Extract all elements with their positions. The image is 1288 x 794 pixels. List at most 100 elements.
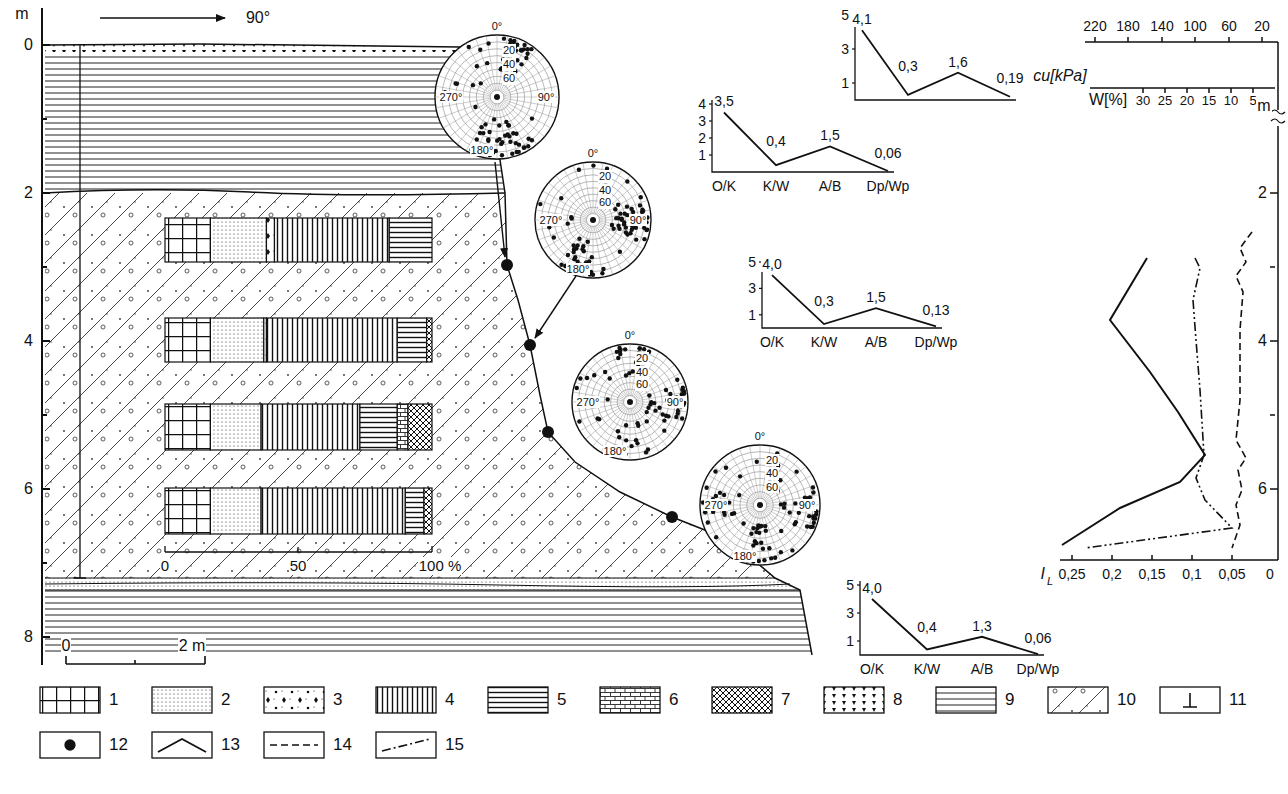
scale-label: 0 (61, 637, 72, 655)
rose-circle (700, 445, 820, 565)
drawing-stroke (501, 259, 513, 271)
drawing-stroke (760, 512, 761, 565)
pole-dot (779, 502, 783, 506)
pole-dot (653, 408, 657, 412)
pole-dot (467, 45, 471, 49)
value-label: 4,0 (861, 580, 882, 596)
pole-dot (597, 417, 601, 421)
drawing-stroke (936, 687, 996, 713)
rose-label: 90° (629, 214, 648, 227)
pole-dot (499, 142, 503, 146)
axis-label: 20 (1179, 94, 1195, 109)
pole-dot (648, 402, 652, 406)
rose-label: 270° (539, 214, 564, 227)
drawing-stroke (74, 45, 86, 578)
pole-dot (738, 474, 742, 478)
pole-dot (812, 521, 816, 525)
drawing-stroke (1060, 555, 1278, 560)
pole-dot (641, 209, 645, 213)
drawing-stroke (636, 405, 681, 431)
rose-label: 20 (502, 44, 516, 57)
drawing-stroke (397, 404, 408, 450)
pole-dot (794, 520, 798, 524)
pole-dot (722, 493, 726, 497)
bar-segment (210, 318, 263, 362)
pole-dot (514, 132, 518, 136)
bar-segment (389, 218, 432, 262)
drawing-stroke (495, 162, 505, 257)
pole-dot (788, 510, 792, 514)
rose-circle (535, 162, 651, 278)
pole-dot (811, 490, 815, 494)
legend-swatches (40, 687, 1220, 758)
tick-label: 1 (840, 75, 850, 91)
depth-label: 0 (23, 36, 34, 54)
drawing-stroke (524, 339, 536, 351)
drawing-stroke (573, 165, 591, 214)
drawing-stroke (152, 687, 212, 713)
bar-segment (261, 488, 405, 534)
rose-label: 270° (704, 499, 729, 512)
drawing-stroke (424, 488, 432, 534)
drawing-stroke (600, 687, 660, 713)
tick-label: 1 (697, 147, 707, 163)
pole-dot (478, 48, 482, 52)
legend-label: 9 (1004, 690, 1015, 710)
pole-dot (706, 520, 710, 524)
drawing-stroke (165, 488, 210, 534)
pole-dot (629, 207, 633, 211)
rose-label: 40 (502, 58, 516, 71)
pole-dot (608, 376, 612, 380)
drawing-stroke (210, 218, 266, 262)
pole-dot (645, 410, 649, 414)
pole-dot (657, 406, 661, 410)
pole-dot (741, 521, 745, 525)
legend-label: 3 (332, 690, 343, 710)
drawing-stroke (158, 739, 206, 752)
legend-label: 7 (780, 690, 791, 710)
unit-label: m (14, 5, 29, 23)
pole-dot (507, 123, 511, 127)
pole-dot (754, 530, 758, 534)
pole-dot (623, 211, 627, 215)
axis-label: 0,1 (1181, 566, 1202, 582)
drawing-stroke (382, 739, 430, 751)
pole-dot (637, 346, 641, 350)
ratio-line (724, 113, 888, 171)
drawing-stroke (45, 52, 505, 193)
ratio-name: K/W (810, 334, 838, 350)
tick-label: 3 (840, 41, 850, 57)
pole-dot (629, 444, 633, 448)
pole-dot (603, 370, 607, 374)
pole-dot (761, 547, 765, 551)
axis-label: 0,25 (1057, 566, 1086, 582)
drawing-stroke (766, 508, 812, 535)
drawing-stroke (598, 224, 638, 257)
pole-dot (483, 122, 487, 126)
strength-profile (1060, 37, 1285, 560)
ratio-name: O/K (711, 178, 737, 194)
rose-label: 40 (765, 467, 779, 480)
bar-segment (165, 218, 210, 262)
pole-dot (512, 39, 516, 43)
drawing-stroke (266, 318, 397, 362)
axis-label: 15 (1201, 94, 1217, 109)
drawing-stroke (389, 218, 432, 262)
drawing-stroke (45, 590, 812, 655)
drawing-stroke (587, 214, 600, 227)
bar-segment (210, 488, 261, 534)
pole-dot (486, 137, 490, 141)
drawing-stroke (40, 732, 100, 758)
pole-dot (519, 62, 523, 66)
pole-dot (635, 421, 639, 425)
pole-dot (510, 152, 514, 156)
axis-label: 100 (1182, 18, 1207, 34)
axis-label: 0,15 (1137, 566, 1166, 582)
pole-dot (628, 231, 632, 235)
bar-segment (266, 218, 274, 262)
legend-label: 5 (556, 690, 567, 710)
pole-dot (601, 267, 605, 271)
rose-label: 90° (666, 396, 685, 409)
ratio-line (862, 30, 1010, 96)
